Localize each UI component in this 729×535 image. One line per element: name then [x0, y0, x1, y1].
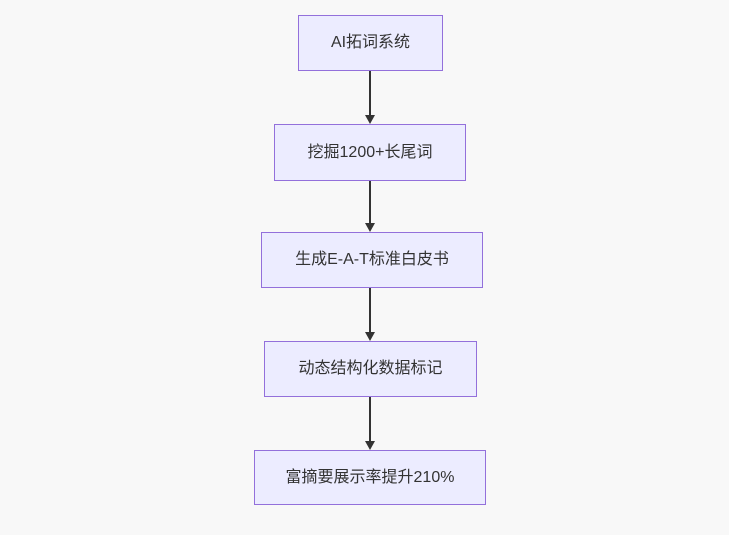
arrowhead-down-icon — [365, 223, 375, 232]
flow-node-label: 富摘要展示率提升210% — [285, 468, 455, 486]
flow-node-label: 动态结构化数据标记 — [298, 360, 443, 378]
arrowhead-down-icon — [365, 441, 375, 450]
edge-line-1 — [369, 71, 371, 115]
arrowhead-down-icon — [365, 115, 375, 124]
flow-node-label: 生成E-A-T标准白皮书 — [295, 251, 449, 269]
arrowhead-down-icon — [365, 332, 375, 341]
flow-node-label: 挖掘1200+长尾词 — [307, 143, 433, 161]
flow-node-rich-snippet-result: 富摘要展示率提升210% — [254, 450, 486, 505]
flow-node-ai-expansion: AI拓词系统 — [298, 15, 443, 71]
edge-line-2 — [369, 181, 371, 223]
flow-node-structured-data: 动态结构化数据标记 — [264, 341, 477, 397]
flow-node-longtail-mining: 挖掘1200+长尾词 — [274, 124, 466, 181]
edge-line-3 — [369, 288, 371, 332]
flow-node-eat-whitepaper: 生成E-A-T标准白皮书 — [261, 232, 483, 288]
edge-line-4 — [369, 397, 371, 441]
flow-node-label: AI拓词系统 — [330, 34, 411, 52]
